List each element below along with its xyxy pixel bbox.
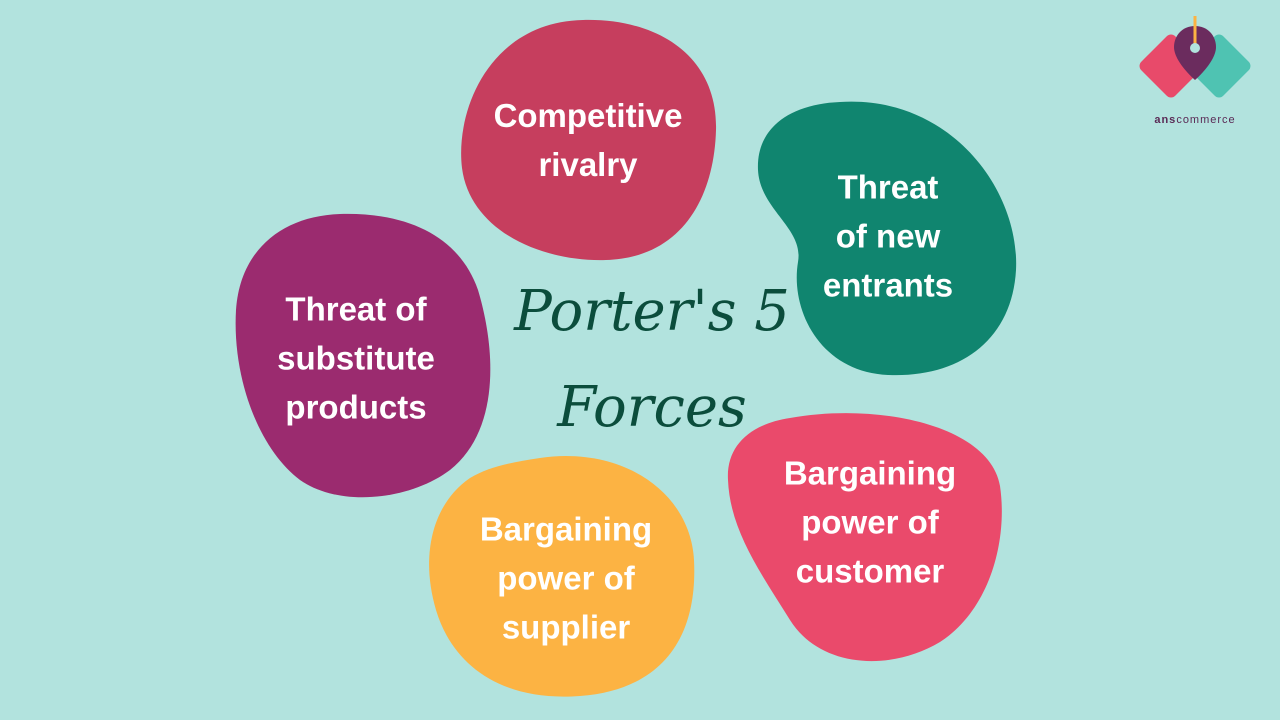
logo-wordmark-bold: ans <box>1154 114 1177 126</box>
logo-wordmark: anscommerce <box>1130 114 1260 126</box>
blob-bargaining-power-of-customer <box>727 413 1002 662</box>
logo-mark-icon <box>1139 16 1251 98</box>
force-label-competitive-rivalry: Competitive rivalry <box>494 91 683 189</box>
force-label-threat-of-new-entrants: Threat of new entrants <box>823 163 953 310</box>
force-label-line: Threat <box>837 168 939 206</box>
force-label-line: rivalry <box>538 146 638 183</box>
force-label-line: products <box>285 388 427 426</box>
force-label-threat-of-substitute-products: Threat of substitute products <box>277 285 435 432</box>
force-label-line: Competitive <box>493 97 683 134</box>
force-label-line: Threat of <box>285 290 427 328</box>
force-label-line: supplier <box>501 608 631 646</box>
force-label-line: power of <box>801 503 939 541</box>
title-line-1: Porter's 5 <box>514 279 790 344</box>
blob-threat-of-substitute-products <box>235 213 491 498</box>
force-label-line: substitute <box>277 339 435 377</box>
force-label-line: of new <box>835 217 941 255</box>
force-label-line: power of <box>497 559 635 597</box>
force-label-line: Bargaining <box>479 510 653 548</box>
force-label-bargaining-power-of-customer: Bargaining power of customer <box>784 449 956 596</box>
blob-threat-of-new-entrants <box>757 101 1017 376</box>
blob-bargaining-power-of-supplier <box>429 456 695 697</box>
title-line-2: Forces <box>557 375 747 440</box>
force-label-bargaining-power-of-supplier: Bargaining power of supplier <box>480 505 652 652</box>
brand-logo: anscommerce <box>1130 14 1260 129</box>
blob-competitive-rivalry <box>461 19 717 261</box>
force-label-line: customer <box>795 552 945 590</box>
logo-wordmark-rest: commerce <box>1176 114 1236 126</box>
force-label-line: entrants <box>822 266 954 304</box>
force-label-line: Bargaining <box>783 454 957 492</box>
diagram-title: Porter's 5 Forces <box>514 264 790 456</box>
